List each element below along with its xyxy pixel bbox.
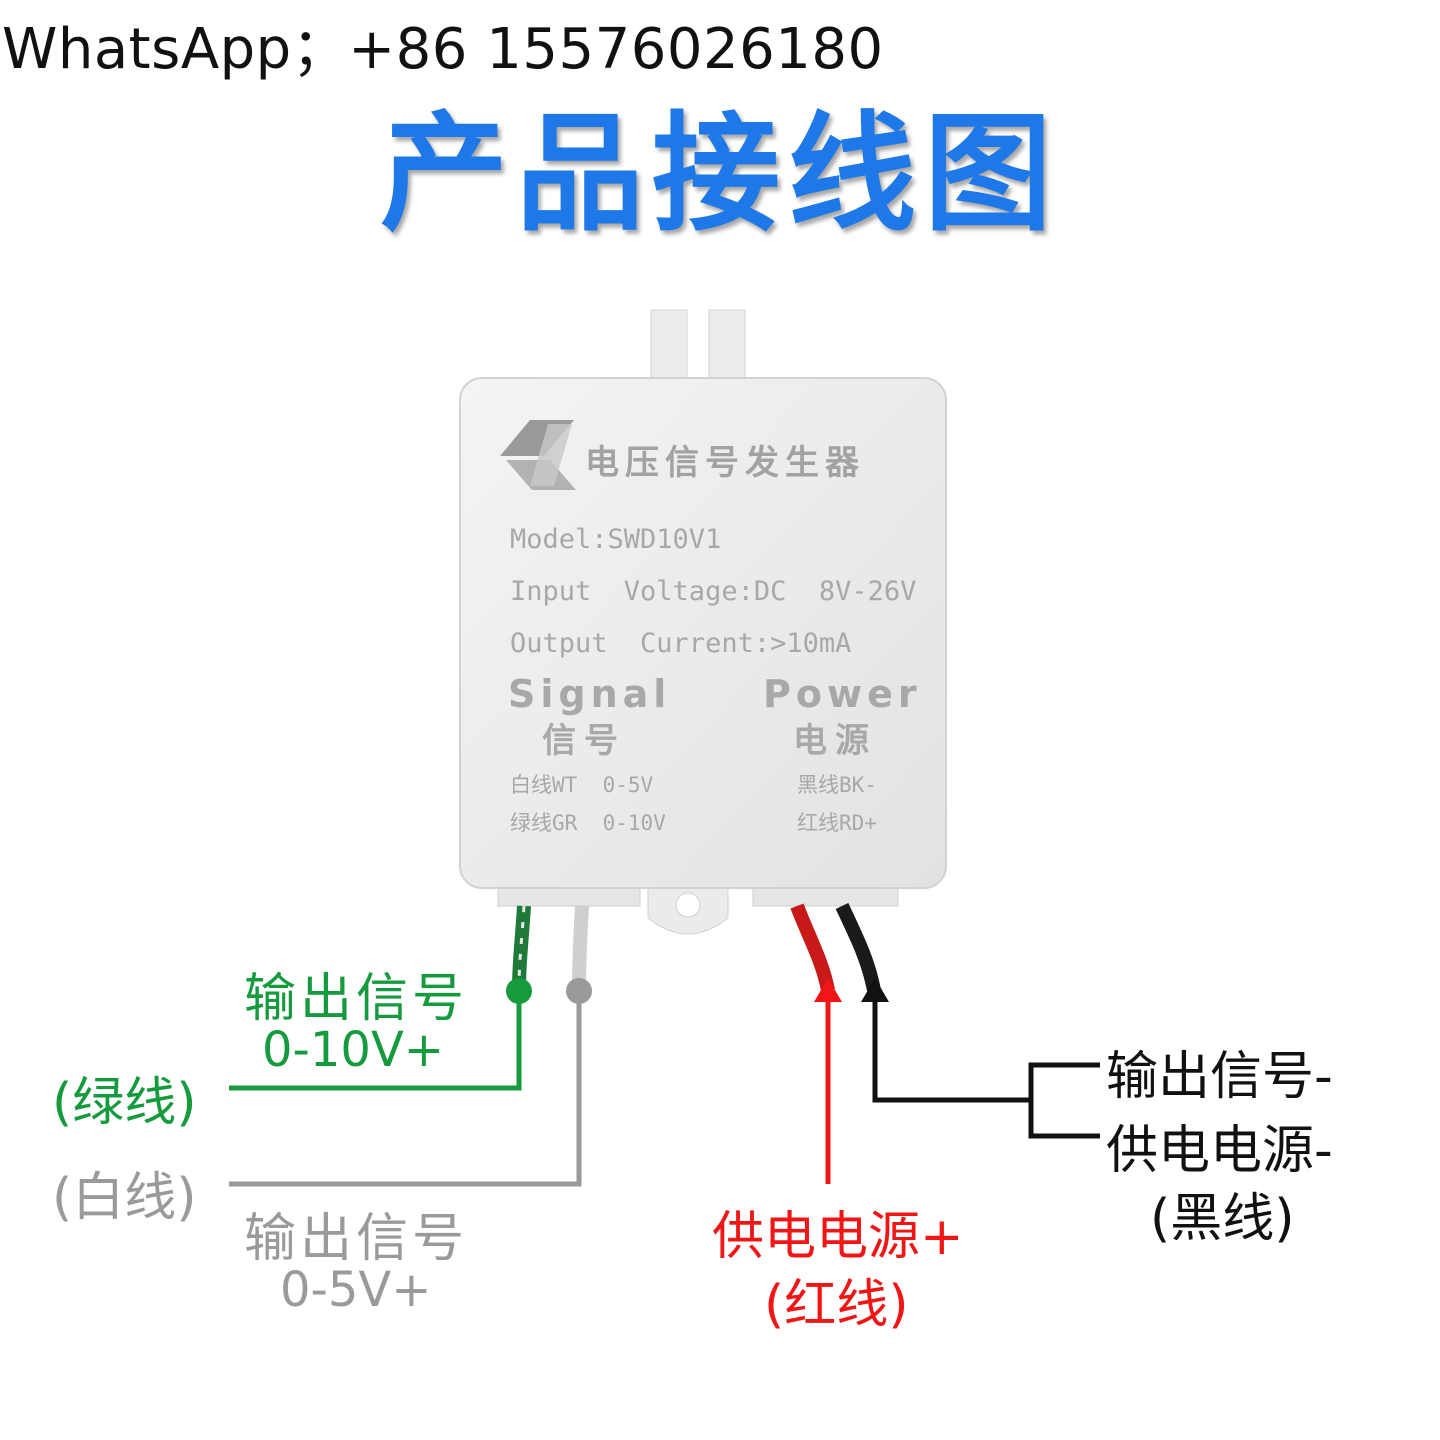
white-wire bbox=[572, 905, 589, 991]
green-wire bbox=[512, 905, 531, 991]
green-range-label: 0-10V+ bbox=[262, 1022, 444, 1078]
signal-heading-en: Signal bbox=[508, 672, 671, 716]
white-range-label: 0-5V+ bbox=[280, 1262, 432, 1318]
black-signal-label: 输出信号- bbox=[1106, 1047, 1333, 1107]
red-wire bbox=[790, 903, 835, 992]
signal-green-spec: 绿线GR 0-10V bbox=[510, 811, 666, 835]
black-leader-line bbox=[872, 1000, 1031, 1103]
top-tab-right bbox=[708, 309, 746, 386]
power-heading-cn: 电源 bbox=[793, 721, 877, 761]
green-signal-label: 输出信号 bbox=[244, 969, 469, 1029]
green-leader-line bbox=[229, 991, 522, 1091]
white-signal-label: 输出信号 bbox=[244, 1209, 469, 1269]
white-leader-line bbox=[229, 991, 582, 1187]
black-supply-label: 供电电源- bbox=[1106, 1121, 1333, 1181]
green-wire-label: (绿线) bbox=[52, 1073, 197, 1133]
black-arrow-icon bbox=[861, 978, 889, 1002]
power-red-spec: 红线RD+ bbox=[797, 811, 877, 835]
device-model: Model:SWD10V1 bbox=[510, 524, 721, 555]
whatsapp-contact: WhatsApp；+86 15576026180 bbox=[2, 17, 884, 82]
mounting-hole bbox=[675, 892, 701, 918]
signal-white-spec: 白线WT 0-5V bbox=[510, 773, 654, 797]
page-title: 产品接线图 bbox=[379, 100, 1060, 249]
device-body bbox=[459, 377, 947, 889]
black-bracket bbox=[1028, 1062, 1100, 1139]
black-wire bbox=[835, 903, 881, 992]
red-wire-label: (红线) bbox=[764, 1275, 909, 1335]
device-input-voltage: Input Voltage:DC 8V-26V bbox=[510, 576, 916, 607]
power-heading-en: Power bbox=[763, 672, 922, 716]
power-black-spec: 黑线BK- bbox=[797, 773, 877, 797]
device-output-current: Output Current:>10mA bbox=[510, 628, 851, 659]
red-arrow-icon bbox=[814, 978, 842, 1002]
white-wire-label: (白线) bbox=[52, 1168, 197, 1228]
top-tab-left bbox=[650, 309, 688, 386]
brand-logo-icon bbox=[500, 420, 576, 490]
black-wire-label: (黑线) bbox=[1150, 1189, 1295, 1249]
signal-heading-cn: 信号 bbox=[542, 721, 626, 761]
red-supply-label: 供电电源+ bbox=[712, 1207, 964, 1267]
device-name: 电压信号发生器 bbox=[585, 443, 865, 483]
